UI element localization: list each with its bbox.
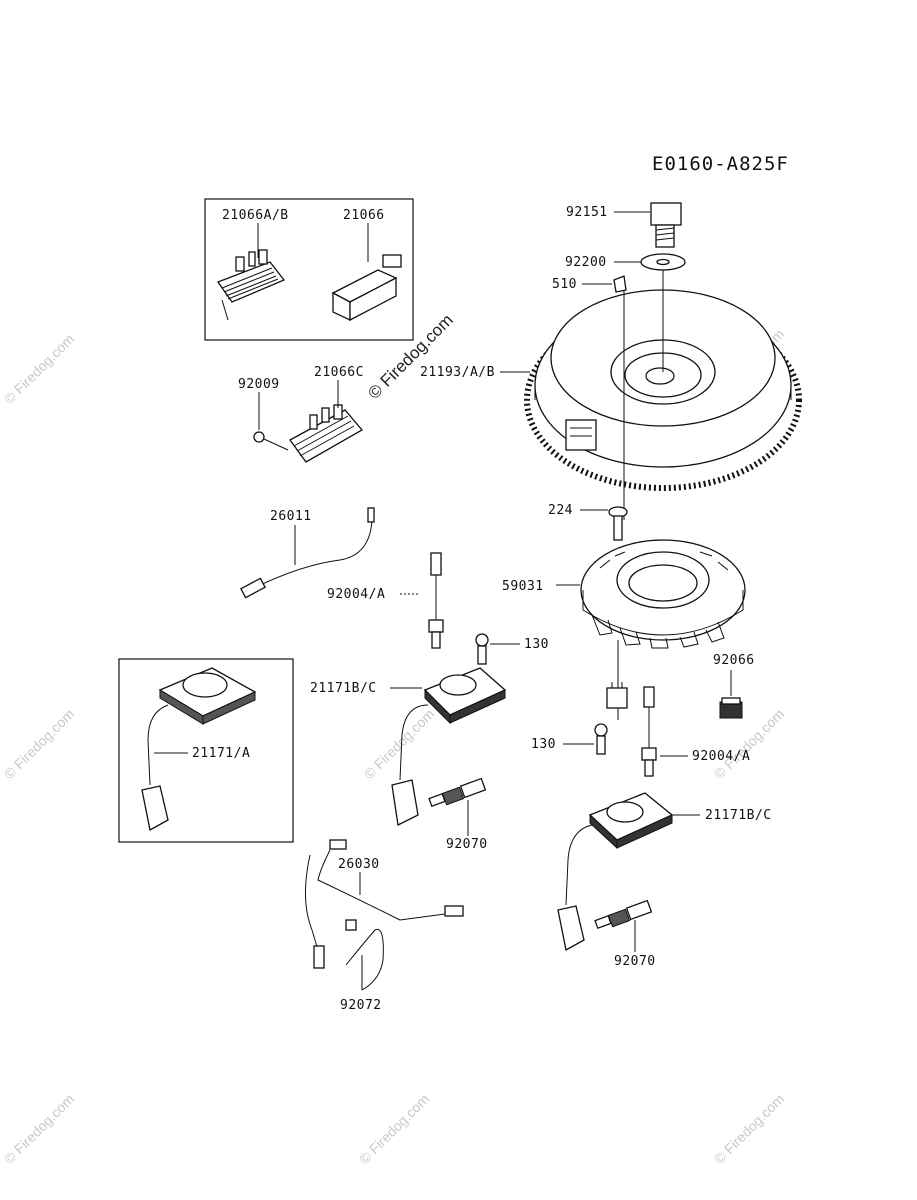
ignition-coil-21171bc-right	[557, 792, 674, 952]
part-label-92200: 92200	[565, 255, 607, 270]
part-label-92151: 92151	[566, 205, 608, 220]
watermark: © Firedog.com	[356, 1091, 432, 1167]
part-label-26030: 26030	[338, 857, 380, 872]
part-label-21171bc-2: 21171B/C	[705, 808, 772, 823]
part-label-21066: 21066	[343, 208, 385, 223]
screw-224	[608, 506, 628, 541]
coil-inset-box	[118, 658, 294, 843]
part-label-26011: 26011	[270, 509, 312, 524]
watermark: © Firedog.com	[1, 1091, 77, 1167]
part-label-21171a: 21171/A	[192, 746, 250, 761]
part-label-21066c: 21066C	[314, 365, 364, 380]
flywheel-bolt-92151	[650, 202, 682, 248]
spark-plug-92070-right	[594, 899, 653, 929]
wire-26011	[240, 507, 375, 599]
part-label-59031: 59031	[502, 579, 544, 594]
wire-harness-26030	[304, 839, 464, 969]
clamp-92072	[345, 919, 384, 991]
regulator-21066	[331, 254, 402, 322]
part-label-130-1: 130	[524, 637, 549, 652]
watermark: © Firedog.com	[1, 331, 77, 407]
regulator-21066c	[289, 404, 364, 463]
diagram-code: E0160-A825F	[652, 153, 789, 175]
watermark: © Firedog.com	[711, 1091, 787, 1167]
regulator-21066ab	[216, 249, 286, 321]
part-label-92070-2: 92070	[614, 954, 656, 969]
part-label-21171bc-1: 21171B/C	[310, 681, 377, 696]
part-label-224: 224	[548, 503, 573, 518]
part-label-130-2: 130	[531, 737, 556, 752]
screw-130-lower	[594, 723, 608, 755]
ignition-coil-21171a	[141, 667, 257, 832]
part-label-92004a-1: 92004/A	[327, 587, 385, 602]
key-510	[613, 275, 627, 293]
part-label-92009: 92009	[238, 377, 280, 392]
part-label-92004a-2: 92004/A	[692, 749, 750, 764]
stud-92004a-left	[428, 552, 444, 649]
part-label-92072: 92072	[340, 998, 382, 1013]
regulator-inset-box	[204, 198, 414, 341]
part-label-510: 510	[552, 277, 577, 292]
watermark: © Firedog.com	[1, 706, 77, 782]
stator-59031	[580, 539, 746, 649]
screw-130-upper	[475, 633, 489, 665]
ignition-coil-21171bc-left	[391, 667, 507, 826]
part-label-92070-1: 92070	[446, 837, 488, 852]
watermark: © Firedog.com	[361, 706, 437, 782]
stud-92004a-right	[641, 686, 657, 777]
part-label-92066: 92066	[713, 653, 755, 668]
stator-connector	[606, 687, 628, 709]
screw-92009	[253, 431, 289, 451]
watermark-center: © Firedog.com	[364, 310, 456, 402]
part-label-21066ab: 21066A/B	[222, 208, 289, 223]
part-label-21193ab: 21193/A/B	[420, 365, 495, 380]
cap-92066	[719, 697, 743, 719]
spark-plug-92070-left	[428, 777, 487, 807]
